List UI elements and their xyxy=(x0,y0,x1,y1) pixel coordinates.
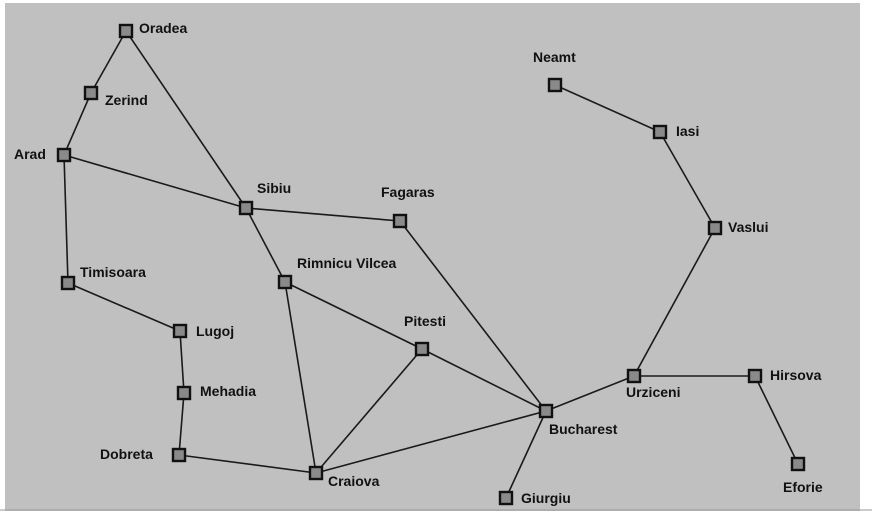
node-label-sibiu: Sibiu xyxy=(257,180,291,196)
node-label-craiova: Craiova xyxy=(328,473,380,489)
node-dobreta: Dobreta xyxy=(100,446,187,463)
edge-craiova-bucharest xyxy=(315,410,547,474)
node-marker-mehadia xyxy=(176,385,192,401)
node-marker-iasi xyxy=(652,124,668,140)
edge-oradea-sibiu xyxy=(125,30,247,209)
node-marker-lugoj xyxy=(172,323,188,339)
node-marker-pitesti xyxy=(414,341,430,357)
edges xyxy=(63,30,799,499)
node-marker-oradea xyxy=(118,23,134,39)
node-marker-fagaras xyxy=(392,213,408,229)
edge-iasi-neamt xyxy=(554,84,661,133)
node-oradea: Oradea xyxy=(118,20,187,39)
node-marker-zerind xyxy=(83,85,99,101)
node-label-mehadia: Mehadia xyxy=(200,383,256,399)
map-background xyxy=(5,3,860,511)
edge-sibiu-rimnicu xyxy=(245,207,286,283)
node-label-giurgiu: Giurgiu xyxy=(521,490,571,506)
node-label-rimnicu: Rimnicu Vilcea xyxy=(297,255,397,271)
node-hirsova: Hirsova xyxy=(747,367,822,384)
node-label-urziceni: Urziceni xyxy=(626,384,680,400)
edge-fagaras-bucharest xyxy=(399,220,547,412)
node-marker-sibiu xyxy=(238,200,254,216)
edge-zerind-arad xyxy=(63,92,92,156)
edge-timisoara-lugoj xyxy=(67,282,181,332)
edge-rimnicu-craiova xyxy=(284,281,317,474)
node-vaslui: Vaslui xyxy=(707,219,768,236)
node-marker-giurgiu xyxy=(498,490,514,506)
node-marker-arad xyxy=(56,147,72,163)
node-label-pitesti: Pitesti xyxy=(404,313,446,329)
node-urziceni: Urziceni xyxy=(626,368,680,400)
edge-arad-sibiu xyxy=(63,154,247,209)
node-label-fagaras: Fagaras xyxy=(381,184,435,200)
node-label-eforie: Eforie xyxy=(783,479,823,495)
node-sibiu: Sibiu xyxy=(238,180,291,216)
node-marker-timisoara xyxy=(60,275,76,291)
edge-urziceni-vaslui xyxy=(633,227,716,377)
node-marker-rimnicu xyxy=(277,274,293,290)
node-label-hirsova: Hirsova xyxy=(770,367,822,383)
edge-mehadia-dobreta xyxy=(178,392,185,456)
node-label-iasi: Iasi xyxy=(676,123,699,139)
edge-vaslui-iasi xyxy=(659,131,716,229)
node-marker-hirsova xyxy=(747,368,763,384)
node-arad: Arad xyxy=(14,146,72,163)
node-marker-eforie xyxy=(790,456,806,472)
node-marker-bucharest xyxy=(538,403,554,419)
node-marker-neamt xyxy=(547,77,563,93)
node-neamt: Neamt xyxy=(533,49,576,93)
edge-oradea-zerind xyxy=(90,30,127,94)
node-pitesti: Pitesti xyxy=(404,313,446,357)
node-label-vaslui: Vaslui xyxy=(728,219,768,235)
node-label-neamt: Neamt xyxy=(533,49,576,65)
node-marker-vaslui xyxy=(707,220,723,236)
node-mehadia: Mehadia xyxy=(176,383,256,401)
node-label-timisoara: Timisoara xyxy=(80,264,146,280)
node-zerind: Zerind xyxy=(83,85,148,108)
node-lugoj: Lugoj xyxy=(172,323,234,339)
edge-bucharest-urziceni xyxy=(545,375,635,412)
node-label-dobreta: Dobreta xyxy=(100,446,153,462)
edge-pitesti-craiova xyxy=(315,348,423,474)
edge-dobreta-craiova xyxy=(178,454,317,474)
node-label-lugoj: Lugoj xyxy=(196,323,234,339)
edge-arad-timisoara xyxy=(63,154,69,284)
node-bucharest: Bucharest xyxy=(538,403,618,437)
node-giurgiu: Giurgiu xyxy=(498,490,571,506)
node-eforie: Eforie xyxy=(783,456,823,495)
node-label-arad: Arad xyxy=(14,146,46,162)
edge-bucharest-giurgiu xyxy=(505,410,547,499)
edge-lugoj-mehadia xyxy=(179,330,185,394)
node-fagaras: Fagaras xyxy=(381,184,435,229)
edge-pitesti-bucharest xyxy=(421,348,547,412)
node-label-bucharest: Bucharest xyxy=(549,421,618,437)
node-rimnicu: Rimnicu Vilcea xyxy=(277,255,397,290)
edge-hirsova-eforie xyxy=(754,375,799,465)
node-label-oradea: Oradea xyxy=(139,20,187,36)
node-timisoara: Timisoara xyxy=(60,264,146,291)
node-marker-craiova xyxy=(308,465,324,481)
node-label-zerind: Zerind xyxy=(105,92,148,108)
edge-sibiu-fagaras xyxy=(245,207,401,222)
node-marker-urziceni xyxy=(626,368,642,384)
node-iasi: Iasi xyxy=(652,123,699,140)
edge-rimnicu-pitesti xyxy=(284,281,423,350)
node-marker-dobreta xyxy=(171,447,187,463)
node-craiova: Craiova xyxy=(308,465,380,489)
